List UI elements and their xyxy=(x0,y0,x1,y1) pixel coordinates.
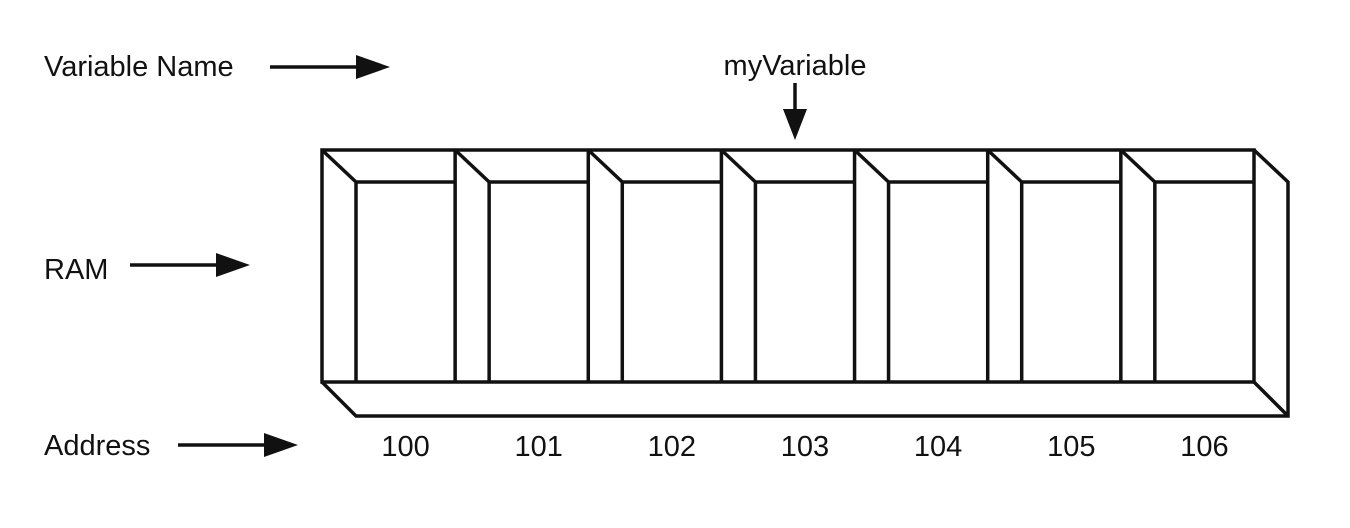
address-label: Address xyxy=(44,430,150,462)
memory-cells xyxy=(320,148,1254,382)
ram-front-frame xyxy=(320,148,1256,384)
variable-name-arrow xyxy=(270,55,390,79)
memory-cell-104 xyxy=(852,148,988,382)
memory-cell-100 xyxy=(320,148,456,382)
memory-cell-102 xyxy=(586,148,722,382)
address-arrow xyxy=(178,433,298,457)
address-103: 103 xyxy=(781,431,829,463)
memory-cell-103 xyxy=(719,148,855,382)
ram-label: RAM xyxy=(44,254,108,286)
memory-cell-101 xyxy=(453,148,589,382)
memory-cell-106 xyxy=(1119,148,1254,382)
variable-name-label: Variable Name xyxy=(44,51,234,83)
memory-cell-105 xyxy=(985,148,1121,382)
variable-name-text: myVariable xyxy=(724,50,867,82)
address-105: 105 xyxy=(1047,431,1095,463)
ram-bottom-slab xyxy=(320,148,1290,418)
address-104: 104 xyxy=(914,431,962,463)
address-101: 101 xyxy=(515,431,563,463)
ram-block xyxy=(320,148,1290,418)
address-102: 102 xyxy=(648,431,696,463)
address-100: 100 xyxy=(381,431,429,463)
address-labels: 100 101 102 103 104 105 106 xyxy=(381,431,1228,463)
address-106: 106 xyxy=(1180,431,1228,463)
variable-pointer-arrow xyxy=(783,83,807,140)
ram-arrow xyxy=(130,253,250,277)
